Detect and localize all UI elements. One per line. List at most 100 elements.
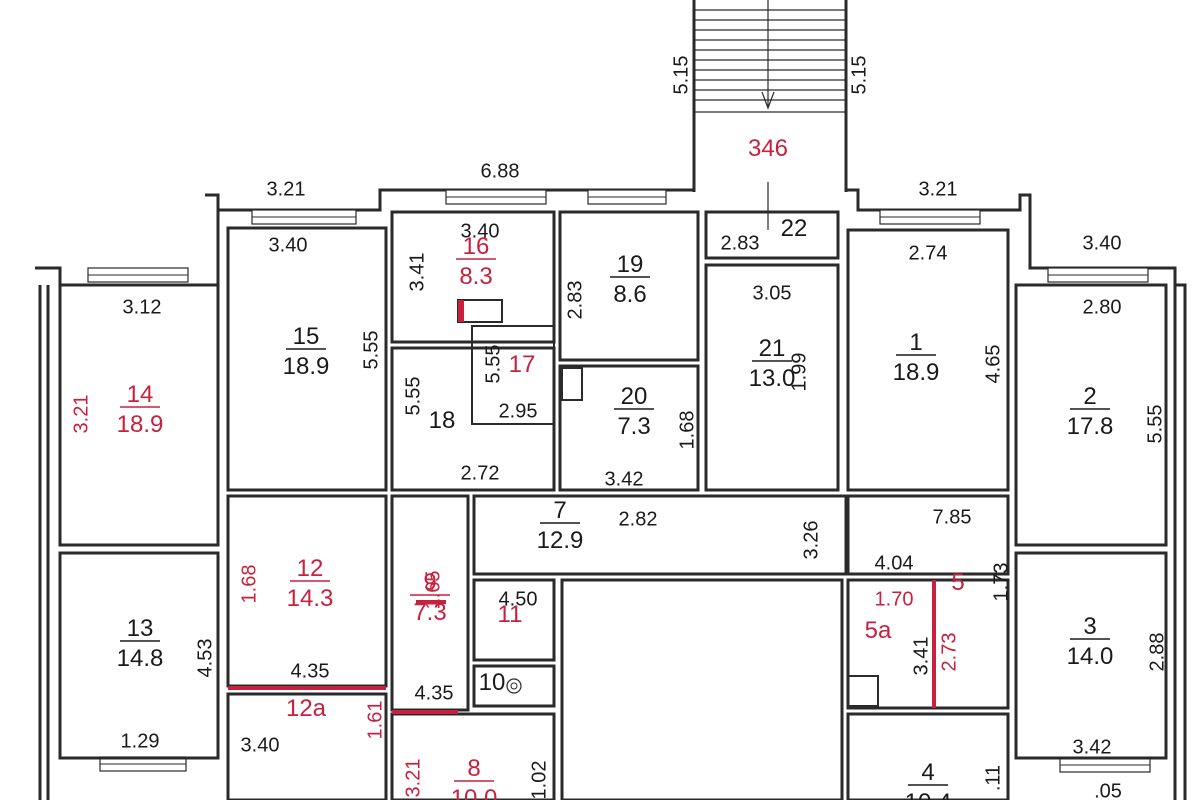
- dimension-label: 3.40: [1083, 232, 1122, 254]
- windows: [87, 189, 1151, 773]
- redevelopment-marks: [228, 300, 936, 714]
- dimension-label: 3.40: [461, 220, 500, 242]
- room-area: 10.0: [451, 785, 498, 800]
- room-labels: 118.9217.8314.0410.455a712.9810.097.3101…: [117, 135, 1114, 800]
- dimension-label: 4.53: [194, 639, 216, 678]
- dimension-label: 3.26: [800, 521, 822, 560]
- room-label-17: 17: [509, 351, 536, 378]
- dimension-label: 3.41: [406, 253, 428, 292]
- room-number: 12a: [286, 695, 327, 722]
- room-number: 14: [127, 381, 154, 408]
- dimension-label: 5.15: [670, 56, 692, 95]
- room-number: 10: [479, 669, 506, 696]
- room-label-12: 12 14.3: [287, 555, 334, 612]
- dimension-label: 2.74: [909, 242, 948, 264]
- dimension-label: 5.15: [848, 56, 870, 95]
- room-label-346: 346: [748, 135, 788, 162]
- dimension-label: 2.83: [564, 281, 586, 320]
- room-area: 14.0: [1067, 643, 1114, 670]
- room-number: 22: [781, 215, 808, 242]
- room-area: 7.3: [413, 599, 446, 626]
- room-label-22: 22: [781, 215, 808, 242]
- room-number: 12: [297, 555, 324, 582]
- dimension-label: 1.29: [121, 730, 160, 752]
- room-number: 15: [293, 323, 320, 350]
- dimension-label: 1.99: [788, 353, 810, 392]
- room-number: 346: [748, 135, 788, 162]
- room-area: 17.8: [1067, 413, 1114, 440]
- dimension-label: 5.55: [1144, 405, 1166, 444]
- room-number: 8: [467, 755, 480, 782]
- room-number: 3: [1083, 613, 1096, 640]
- dimension-label: 5.55: [482, 345, 504, 384]
- dimension-label: 4.35: [415, 682, 454, 704]
- dimension-label: 3.40: [269, 234, 308, 256]
- dimension-label: 1.68: [238, 565, 260, 604]
- room-label-10: 10: [479, 669, 506, 696]
- room-number: 11: [498, 601, 523, 628]
- dimension-label: 3.42: [1073, 736, 1112, 758]
- room-area: 18.9: [117, 411, 164, 438]
- room-label-5a: 5a: [865, 617, 892, 644]
- room-number: 9: [423, 569, 436, 596]
- room-number: 16: [463, 233, 490, 260]
- dimension-label: 3.21: [267, 178, 306, 200]
- room-label-2: 217.8: [1067, 383, 1114, 440]
- dimension-label: 2.73: [938, 633, 960, 672]
- dimension-label: 1.65: [422, 571, 444, 610]
- room-number: 21: [759, 335, 786, 362]
- room-area: 7.3: [617, 413, 650, 440]
- dimension-label: 7.85: [933, 506, 972, 528]
- room-number: 1: [909, 329, 922, 356]
- dimension-label: 5.55: [402, 377, 424, 416]
- dimension-label: 3.42: [605, 468, 644, 490]
- dimension-label: 1.68: [676, 411, 698, 450]
- dimension-label: 1.73: [990, 563, 1012, 602]
- dimension-label: 1.61: [364, 701, 386, 740]
- dimension-label: 3.21: [402, 759, 424, 798]
- room-walls: [58, 210, 1168, 800]
- dimension-label: 2.83: [721, 232, 760, 254]
- room-label-21: 21 13.0: [749, 335, 796, 392]
- dimension-label: 3.40: [241, 734, 280, 756]
- dimension-label: 2.80: [1083, 296, 1122, 318]
- room-label-13: 13 14.8: [117, 615, 164, 672]
- room-area: 14.8: [117, 645, 164, 672]
- dimension-label: 2.95: [499, 400, 538, 422]
- room-number: 4: [921, 759, 934, 786]
- room-number: 13: [127, 615, 154, 642]
- room-area: 8.3: [459, 263, 492, 290]
- dimension-label: 3.05: [753, 282, 792, 304]
- room-number: 17: [509, 351, 536, 378]
- room-number: 7: [553, 497, 566, 524]
- room-number: 19: [617, 251, 644, 278]
- room-label-1: 118.9: [893, 329, 940, 386]
- dimension-label: 1.02: [528, 761, 550, 800]
- room-area: 8.6: [613, 281, 646, 308]
- dimension-label: 4.50: [499, 588, 538, 610]
- room-label-4: 410.4: [905, 759, 952, 800]
- room-label-3: 314.0: [1067, 613, 1114, 670]
- room-area: 18.9: [283, 353, 330, 380]
- room-label-20: 207.3: [614, 383, 654, 440]
- dimension-label: 4.04: [875, 552, 914, 574]
- dimension-label: .05: [1094, 780, 1122, 800]
- room-area: 13.0: [749, 365, 796, 392]
- room-label-18: 18: [429, 407, 456, 434]
- room-label-14: 14 18.9: [117, 381, 164, 438]
- room-label-7: 712.9: [537, 497, 584, 554]
- room-number: 20: [621, 383, 648, 410]
- dimension-label: 2.82: [619, 508, 658, 530]
- room-label-12a: 12a: [286, 695, 327, 722]
- room-area: 14.3: [287, 585, 334, 612]
- entrance-stairs: [692, 0, 848, 230]
- dimension-label: 3.41: [910, 637, 932, 676]
- room-label-15: 15 18.9: [283, 323, 330, 380]
- dimension-label: 4.35: [291, 660, 330, 682]
- dimension-label: 2.88: [1146, 633, 1168, 672]
- room-number: 5: [951, 569, 964, 596]
- dimension-label: .11: [982, 765, 1004, 791]
